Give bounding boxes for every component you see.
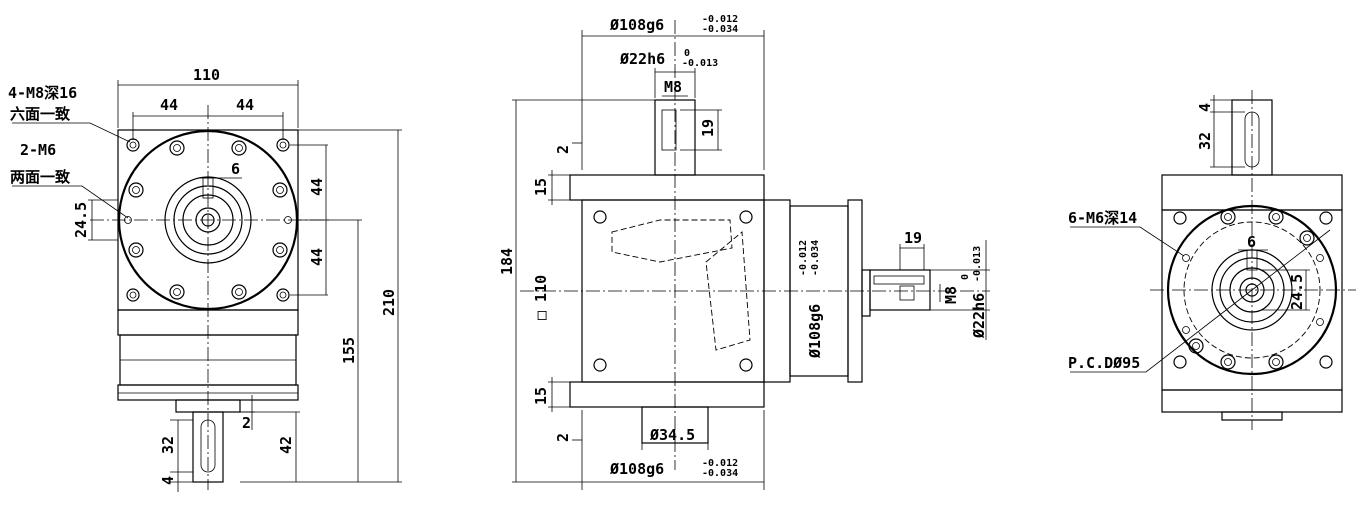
side-dim-184: 184 (498, 248, 516, 275)
side-dim-19: 19 (699, 119, 717, 137)
side-dim-flange-tol-lower: -0.034 (810, 240, 821, 276)
side-dim-2-bot: 2 (554, 433, 572, 442)
front-dim-2: 2 (242, 414, 251, 432)
right-dim-4: 4 (1196, 103, 1214, 112)
front-dim-right-44: 44 (236, 96, 254, 114)
right-dim-side: 24.5 (1288, 274, 1306, 310)
side-dim-shaft-right-tol-lower: -0.013 (972, 246, 983, 282)
front-dim-155: 155 (340, 337, 358, 364)
front-note-holes-m6-sub: 两面一致 (10, 168, 71, 186)
side-dim-19-right: 19 (904, 229, 922, 247)
side-dim-top-bore-tol-lower: -0.034 (702, 24, 738, 35)
right-dim-32: 32 (1196, 132, 1214, 150)
side-dim-flange: Ø108g6 (806, 304, 824, 359)
front-dim-width: 110 (193, 66, 220, 84)
side-dim-2-top: 2 (554, 145, 572, 154)
side-dim-shaft-tol-upper: 0 (684, 48, 690, 59)
side-dim-bottom-boss: Ø34.5 (649, 426, 695, 444)
front-dim-vert-44b: 44 (308, 248, 326, 266)
side-view: Ø108g6 -0.012 -0.034 Ø22h6 0 -0.013 M8 1… (498, 14, 990, 490)
side-dim-shaft-tol-lower: -0.013 (682, 58, 718, 69)
front-note-holes-m6: 2-M6 (20, 141, 56, 159)
side-dim-15-bot: 15 (532, 387, 550, 405)
front-dim-side: 24.5 (72, 202, 90, 238)
side-dim-flange-tol-upper: -0.012 (798, 240, 809, 276)
side-dim-shaft-right: Ø22h6 (970, 293, 988, 339)
side-dim-bottom-bore: Ø108g6 (609, 460, 664, 478)
side-dim-bottom-bore-tol-upper: -0.012 (702, 458, 738, 469)
front-dim-210: 210 (380, 289, 398, 316)
side-dim-shaft-right-tol-upper: 0 (960, 274, 971, 280)
side-dim-m8-right: M8 (942, 286, 960, 304)
right-view: 4 32 6-M6深14 6 24.5 P.C.DØ95 (1068, 90, 1356, 430)
front-dim-32: 32 (159, 436, 177, 454)
front-dim-vert-44a: 44 (308, 178, 326, 196)
side-dim-top-bore-tol-upper: -0.012 (702, 14, 738, 25)
side-dim-15-top: 15 (532, 178, 550, 196)
right-dim-key: 6 (1247, 233, 1256, 251)
side-dim-shaft: Ø22h6 (619, 50, 665, 68)
front-dim-key: 6 (231, 160, 240, 178)
front-note-holes-m8: 4-M8深16 (8, 84, 77, 102)
front-dim-42: 42 (277, 436, 295, 454)
front-note-holes-m8-sub: 六面一致 (10, 105, 71, 123)
front-view: 4-M8深16 六面一致 2-M6 两面一致 110 44 44 6 24.5 … (8, 66, 402, 492)
front-dim-left-44: 44 (160, 96, 178, 114)
right-note-holes: 6-M6深14 (1068, 209, 1137, 227)
side-dim-square: □ 110 (532, 275, 550, 320)
side-dim-bottom-bore-tol-lower: -0.034 (702, 468, 738, 479)
front-dim-4: 4 (159, 476, 177, 485)
right-note-pcd: P.C.DØ95 (1068, 354, 1140, 372)
side-dim-m8: M8 (664, 78, 682, 96)
side-dim-top-bore: Ø108g6 (609, 16, 664, 34)
